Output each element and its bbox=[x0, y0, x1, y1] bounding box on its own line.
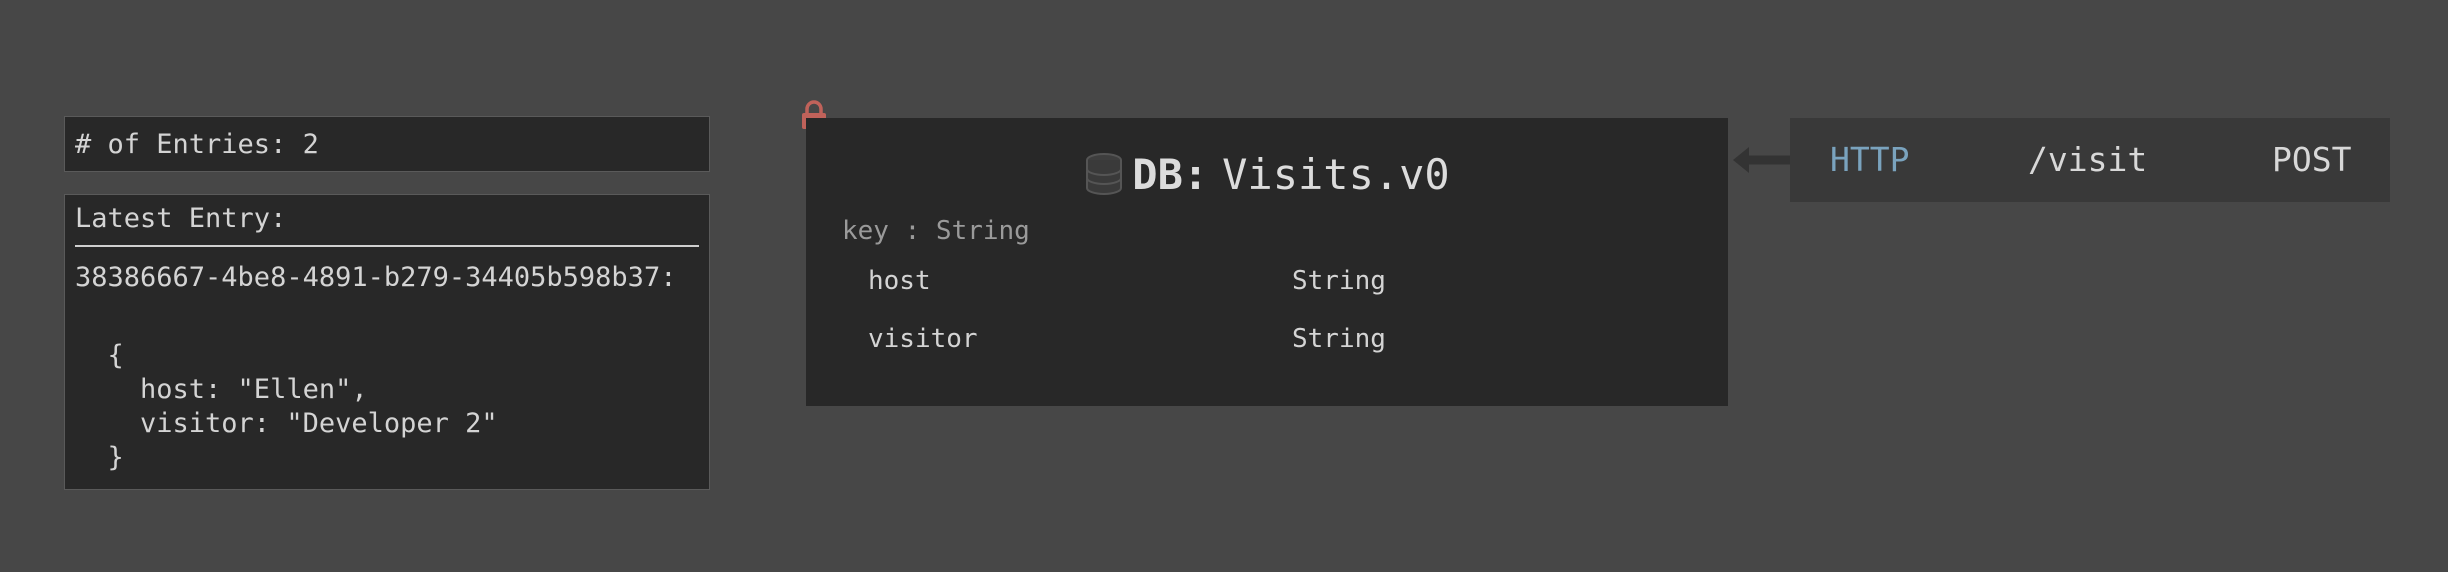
json-line: { bbox=[75, 340, 124, 371]
http-method-label: HTTP bbox=[1830, 140, 1910, 179]
json-line: } bbox=[75, 442, 124, 473]
db-label: DB: bbox=[1132, 150, 1209, 199]
arrow-left-icon bbox=[1733, 147, 1793, 173]
latest-entry-key: 38386667-4be8-4891-b279-34405b598b37: bbox=[75, 262, 677, 293]
latest-entry-header: Latest Entry: bbox=[75, 203, 287, 234]
database-icon bbox=[1086, 152, 1123, 195]
http-verb-label: POST bbox=[2272, 140, 2352, 179]
latest-entry-panel: Latest Entry: 38386667-4be8-4891-b279-34… bbox=[64, 194, 710, 490]
db-field-type: String bbox=[1292, 324, 1386, 354]
http-handler-node[interactable]: HTTP /visit POST bbox=[1790, 118, 2390, 202]
db-field-name: visitor bbox=[868, 324, 978, 354]
entry-count-panel: # of Entries: 2 bbox=[64, 116, 710, 172]
db-title: DB: Visits.v0 bbox=[806, 150, 1728, 200]
db-name: Visits.v0 bbox=[1222, 150, 1450, 199]
db-key-line: key : String bbox=[842, 216, 1030, 246]
json-line: visitor: "Developer 2" bbox=[75, 408, 498, 439]
db-field-type: String bbox=[1292, 266, 1386, 296]
db-node[interactable]: DB: Visits.v0 key : String host String vi… bbox=[806, 118, 1728, 406]
entry-count-label: # of Entries: 2 bbox=[75, 129, 319, 160]
db-field-name: host bbox=[868, 266, 931, 296]
http-path-label: /visit bbox=[2028, 140, 2148, 179]
json-line: host: "Ellen", bbox=[75, 374, 368, 405]
latest-entry-divider bbox=[75, 245, 699, 247]
latest-entry-json: { host: "Ellen", visitor: "Developer 2" … bbox=[75, 339, 498, 475]
